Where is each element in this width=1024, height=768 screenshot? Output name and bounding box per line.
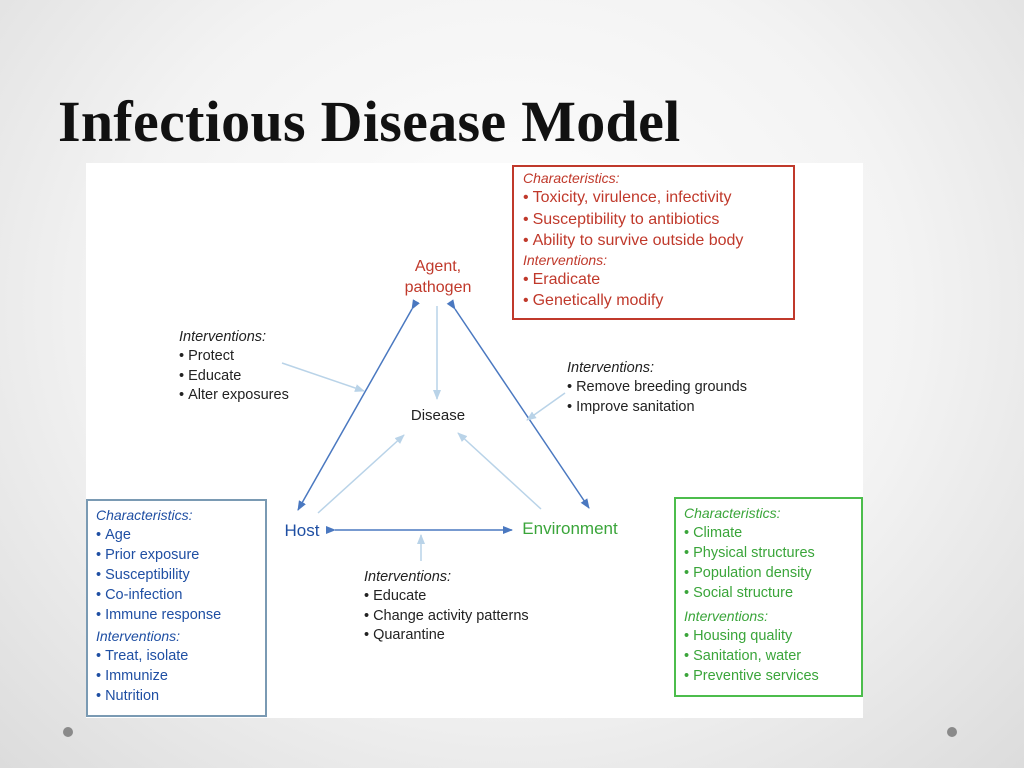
disease-model-diagram: Characteristics: Toxicity, virulence, in… bbox=[86, 163, 863, 718]
protect-intervention-arrow bbox=[281, 362, 365, 392]
agent-environment-arrow bbox=[446, 299, 590, 509]
environment-characteristics-box: Characteristics: Climate Physical struct… bbox=[674, 497, 863, 697]
agent-node-line2: pathogen bbox=[404, 279, 472, 296]
host-environment-intervention-item: Quarantine bbox=[364, 626, 529, 646]
agent-host-interventions-heading: Interventions: bbox=[179, 329, 267, 345]
breeding-intervention-arrow bbox=[526, 392, 566, 421]
host-environment-intervention-item: Educate bbox=[364, 587, 529, 607]
agent-intervention-item: Eradicate bbox=[523, 269, 793, 291]
agent-host-intervention-item: Alter exposures bbox=[179, 386, 289, 406]
host-node: Host bbox=[284, 521, 320, 540]
environment-intervention-item: Housing quality bbox=[684, 626, 861, 646]
host-intervention-item: Nutrition bbox=[96, 686, 265, 706]
environment-characteristic-item: Population density bbox=[684, 563, 861, 583]
agent-environment-intervention-item: Remove breeding grounds bbox=[567, 378, 747, 398]
host-characteristic-item: Immune response bbox=[96, 605, 265, 625]
host-characteristic-item: Age bbox=[96, 525, 265, 545]
agent-intervention-item: Genetically modify bbox=[523, 290, 793, 312]
slide-title: Infectious Disease Model bbox=[58, 89, 681, 154]
environment-characteristic-item: Social structure bbox=[684, 583, 861, 603]
environment-characteristic-item: Physical structures bbox=[684, 543, 861, 563]
host-characteristic-item: Susceptibility bbox=[96, 565, 265, 585]
agent-host-intervention-item: Educate bbox=[179, 367, 289, 387]
environment-characteristics-heading: Characteristics: bbox=[684, 505, 781, 521]
environment-interventions-heading: Interventions: bbox=[684, 608, 769, 624]
agent-environment-intervention-item: Improve sanitation bbox=[567, 398, 747, 418]
host-characteristics-box: Characteristics: Age Prior exposure Susc… bbox=[86, 499, 267, 717]
agent-interventions-heading: Interventions: bbox=[523, 251, 608, 268]
environment-to-disease-arrow bbox=[457, 432, 542, 510]
agent-characteristic-item: Ability to survive outside body bbox=[523, 230, 793, 252]
host-intervention-item: Immunize bbox=[96, 666, 265, 686]
agent-characteristics-heading: Characteristics: bbox=[523, 170, 620, 186]
agent-characteristic-item: Susceptibility to antibiotics bbox=[523, 209, 793, 231]
host-environment-interventions-heading: Interventions: bbox=[364, 569, 452, 585]
disease-node: Disease bbox=[410, 407, 466, 424]
host-to-disease-arrow bbox=[317, 434, 405, 514]
host-characteristic-item: Prior exposure bbox=[96, 545, 265, 565]
environment-characteristic-item: Climate bbox=[684, 523, 861, 543]
agent-node: Agent, pathogen bbox=[386, 256, 490, 298]
agent-environment-interventions-heading: Interventions: bbox=[567, 360, 655, 376]
agent-characteristics-box: Characteristics: Toxicity, virulence, in… bbox=[512, 165, 795, 320]
diagram-arrows bbox=[281, 299, 590, 561]
host-environment-intervention-item: Change activity patterns bbox=[364, 607, 529, 627]
agent-host-intervention-item: Protect bbox=[179, 347, 289, 367]
host-interventions-heading: Interventions: bbox=[96, 628, 181, 644]
slide-corner-dot-left bbox=[63, 727, 73, 737]
environment-intervention-item: Preventive services bbox=[684, 666, 861, 686]
host-intervention-item: Treat, isolate bbox=[96, 646, 265, 666]
agent-node-line1: Agent, bbox=[414, 258, 462, 275]
agent-host-interventions: Interventions: Protect Educate Alter exp… bbox=[179, 328, 289, 406]
agent-environment-interventions: Interventions: Remove breeding grounds I… bbox=[567, 359, 747, 417]
agent-host-arrow bbox=[297, 299, 420, 511]
host-characteristic-item: Co-infection bbox=[96, 585, 265, 605]
host-characteristics-heading: Characteristics: bbox=[96, 507, 193, 523]
slide-corner-dot-right bbox=[947, 727, 957, 737]
agent-characteristic-item: Toxicity, virulence, infectivity bbox=[523, 187, 793, 209]
environment-node: Environment bbox=[522, 519, 618, 538]
host-environment-interventions: Interventions: Educate Change activity p… bbox=[364, 568, 529, 646]
environment-intervention-item: Sanitation, water bbox=[684, 646, 861, 666]
